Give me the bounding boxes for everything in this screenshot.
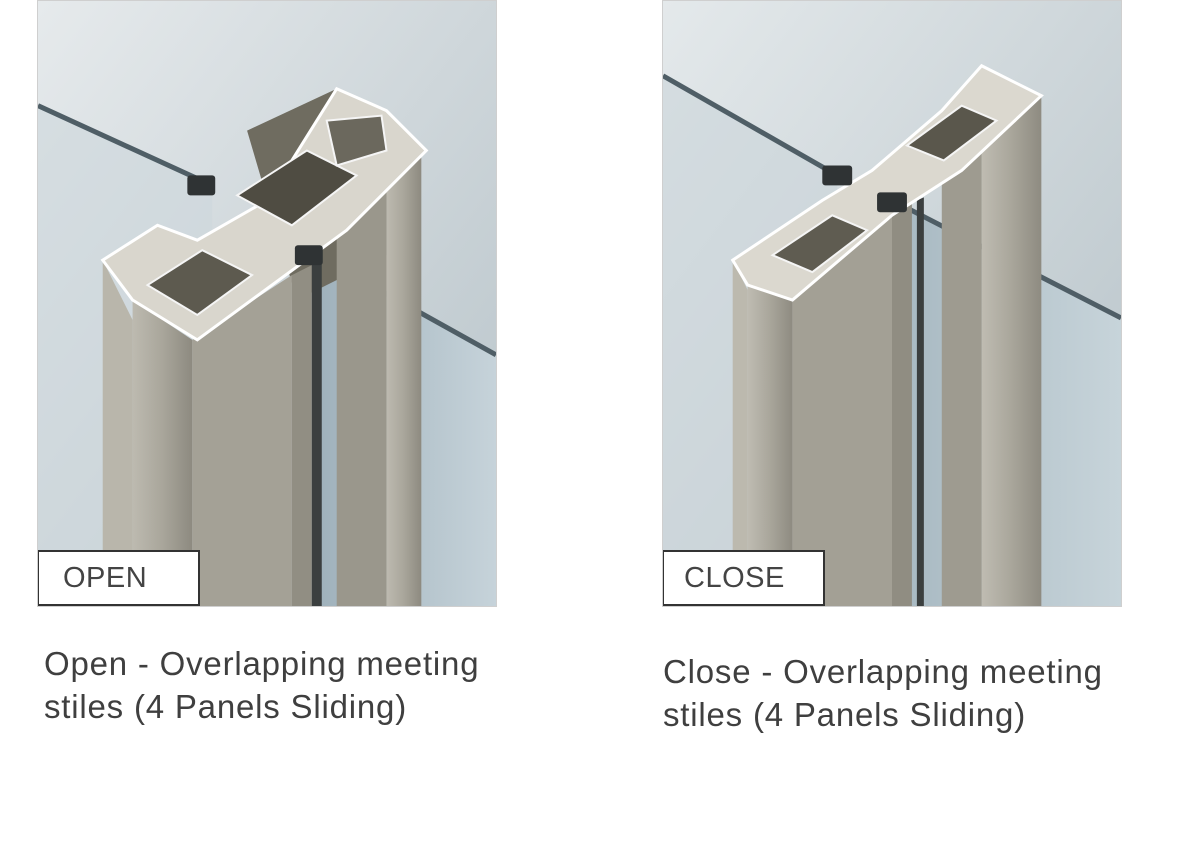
close-tag: CLOSE: [663, 550, 825, 606]
close-stile-illustration: [663, 1, 1121, 606]
close-caption-line1: Close - Overlapping meeting: [663, 653, 1103, 690]
open-stile-illustration: [38, 1, 496, 606]
open-caption-line2: stiles (4 Panels Sliding): [44, 688, 407, 725]
close-stile-image: CLOSE: [662, 0, 1122, 607]
close-caption-line2: stiles (4 Panels Sliding): [663, 696, 1026, 733]
open-tag: OPEN: [38, 550, 200, 606]
close-caption: Close - Overlapping meeting stiles (4 Pa…: [663, 650, 1183, 736]
open-caption-line1: Open - Overlapping meeting: [44, 645, 480, 682]
open-stile-image: OPEN: [37, 0, 497, 607]
open-caption: Open - Overlapping meeting stiles (4 Pan…: [44, 642, 584, 728]
